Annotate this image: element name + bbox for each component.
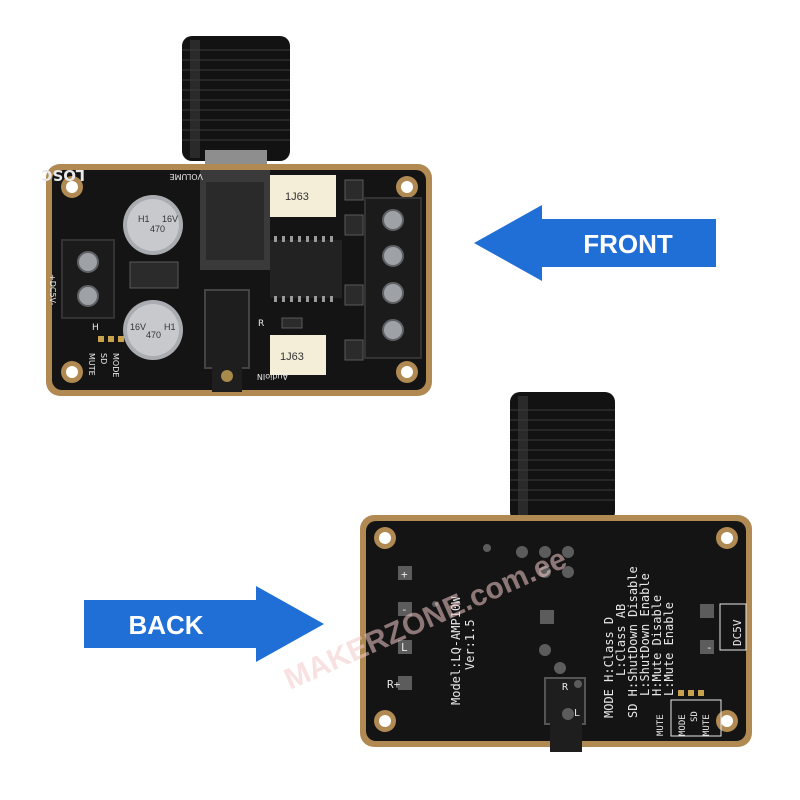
speaker-terminal bbox=[364, 197, 422, 359]
back-pin-sd: SD bbox=[690, 711, 700, 722]
inductor-bottom-label: 1J63 bbox=[280, 351, 304, 363]
back-l-marker: L bbox=[574, 708, 580, 719]
power-terminal bbox=[61, 239, 115, 319]
front-sd-label: SD bbox=[99, 353, 108, 364]
back-mounting-hole-icon bbox=[374, 527, 738, 732]
inductor-top-label: 1J63 bbox=[285, 191, 309, 203]
back-mode-line-3: SD H:ShutDown Disable bbox=[626, 566, 640, 718]
audio-jack bbox=[204, 289, 250, 392]
back-r-marker: R bbox=[562, 682, 569, 693]
back-mode-line-1: MODE H:Class D bbox=[602, 617, 616, 718]
capacitor-top bbox=[123, 195, 183, 255]
arrow-right-icon bbox=[84, 586, 324, 662]
front-power-label: +DC5V- bbox=[48, 274, 57, 306]
back-bottom-mute: MUTE bbox=[656, 714, 666, 736]
mounting-hole-icon bbox=[61, 176, 418, 383]
cap-bottom-line3: H1 bbox=[164, 322, 176, 332]
capacitor-bottom bbox=[123, 300, 183, 360]
audio-in-label: AudioIN bbox=[257, 372, 288, 381]
front-callout-arrow: FRONT bbox=[474, 205, 716, 281]
back-label: BACK bbox=[128, 610, 203, 640]
back-channel-marker-2: - bbox=[401, 603, 408, 616]
back-audio-jack bbox=[544, 677, 586, 752]
back-volume-knob bbox=[510, 392, 615, 522]
front-logo: LOSC bbox=[41, 166, 85, 184]
arrow-left-icon bbox=[474, 205, 716, 281]
back-power-label: DC5V bbox=[731, 619, 744, 646]
cap-top-line2: 470 bbox=[150, 224, 165, 234]
back-mode-line-6: L:Mute Enable bbox=[662, 602, 676, 696]
cap-bottom-line1: 16V bbox=[130, 322, 146, 332]
cap-top-line1: H1 bbox=[138, 214, 150, 224]
back-pin-mute: MUTE bbox=[702, 714, 712, 736]
cap-top-line3: 16V bbox=[162, 214, 178, 224]
front-h-marker: H bbox=[92, 323, 99, 333]
back-channel-marker-3: L bbox=[401, 641, 408, 654]
back-mode-line-2: L:Class AB bbox=[614, 604, 628, 676]
front-mode-label: MODE bbox=[111, 353, 120, 377]
back-channel-marker-4: - bbox=[706, 641, 713, 654]
inductor-top bbox=[270, 175, 336, 217]
back-pin-mode: MODE bbox=[678, 714, 688, 736]
back-channel-marker-1: + bbox=[401, 568, 408, 581]
cap-bottom-line2: 470 bbox=[146, 330, 161, 340]
back-callout-arrow: BACK bbox=[84, 586, 324, 662]
volume-label: VOLUME bbox=[170, 172, 204, 181]
front-mute-label: MUTE bbox=[87, 353, 96, 376]
back-version-label: Ver:1.5 bbox=[463, 619, 477, 670]
back-mode-line-4: L:ShutDown Enable bbox=[638, 573, 652, 696]
amplifier-ic bbox=[270, 240, 342, 298]
front-label: FRONT bbox=[583, 229, 673, 259]
back-pcb bbox=[366, 521, 746, 741]
back-model-label: Model:LQ-AMP10W bbox=[449, 596, 463, 705]
inductor-bottom bbox=[270, 335, 326, 375]
back-mode-line-5: H:Mute Disable bbox=[650, 595, 664, 696]
back-channel-marker-5: R+ bbox=[387, 678, 401, 691]
front-r-marker: R bbox=[258, 319, 264, 329]
